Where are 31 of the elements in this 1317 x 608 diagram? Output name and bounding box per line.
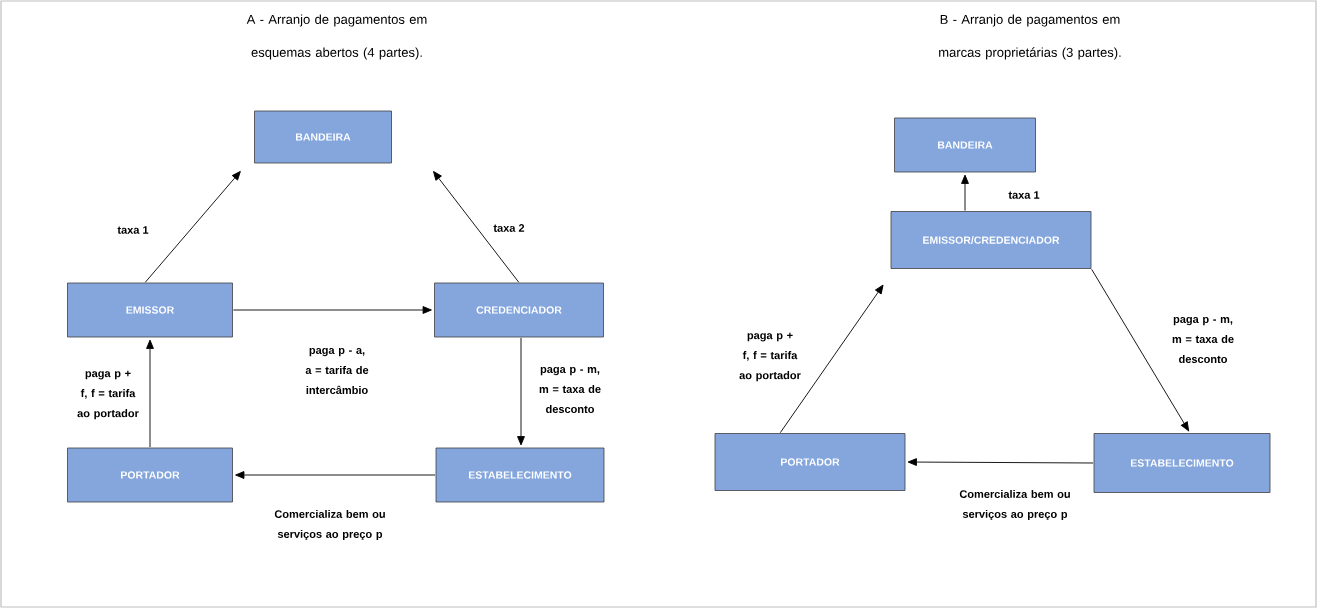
- panel-title: A - Arranjo de pagamentos em esquemas abertos (4 partes).: [246, 14, 427, 60]
- arrow: [144, 171, 241, 283]
- edge-label: paga p - m, m = taxa de desconto: [539, 367, 601, 414]
- edge-label: taxa 1: [1008, 191, 1040, 199]
- process-box: PORTADOR: [67, 447, 233, 503]
- edge-label: Comercializa bem ou serviços ao preço p: [959, 489, 1070, 521]
- process-box: CREDENCIADOR: [434, 282, 604, 338]
- arrow: [517, 337, 525, 446]
- process-box: EMISSOR: [67, 282, 233, 338]
- panel-title: B - Arranjo de pagamentos em marcas proprietárias (3 partes).: [939, 14, 1121, 60]
- arrow: [779, 284, 884, 434]
- edge-label: paga p + f, f = tarifa ao portador: [77, 370, 139, 420]
- process-box: BANDEIRA: [254, 110, 392, 164]
- arrow: [907, 458, 1094, 466]
- edge-label: paga p - a, a = tarifa de intercâmbio: [305, 348, 369, 395]
- edge-label: Comercializa bem ou serviços ao preço p: [274, 509, 385, 541]
- arrow: [146, 339, 154, 448]
- arrow: [235, 471, 436, 479]
- edge-label: paga p - m, m = taxa de desconto: [1172, 317, 1234, 364]
- arrow: [961, 174, 969, 212]
- process-box: PORTADOR: [714, 433, 906, 491]
- edge-label: taxa 2: [493, 224, 525, 232]
- process-box: EMISSOR/CREDENCIADOR: [890, 211, 1092, 269]
- process-box: BANDEIRA: [894, 117, 1036, 173]
- process-box: ESTABELECIMENTO: [435, 447, 605, 503]
- arrow: [232, 306, 432, 314]
- arrow: [1091, 268, 1190, 432]
- edge-label: taxa 1: [117, 226, 149, 234]
- arrow: [433, 171, 520, 283]
- edge-label: paga p + f, f = tarifa ao portador: [739, 332, 801, 382]
- process-box: ESTABELECIMENTO: [1093, 433, 1271, 493]
